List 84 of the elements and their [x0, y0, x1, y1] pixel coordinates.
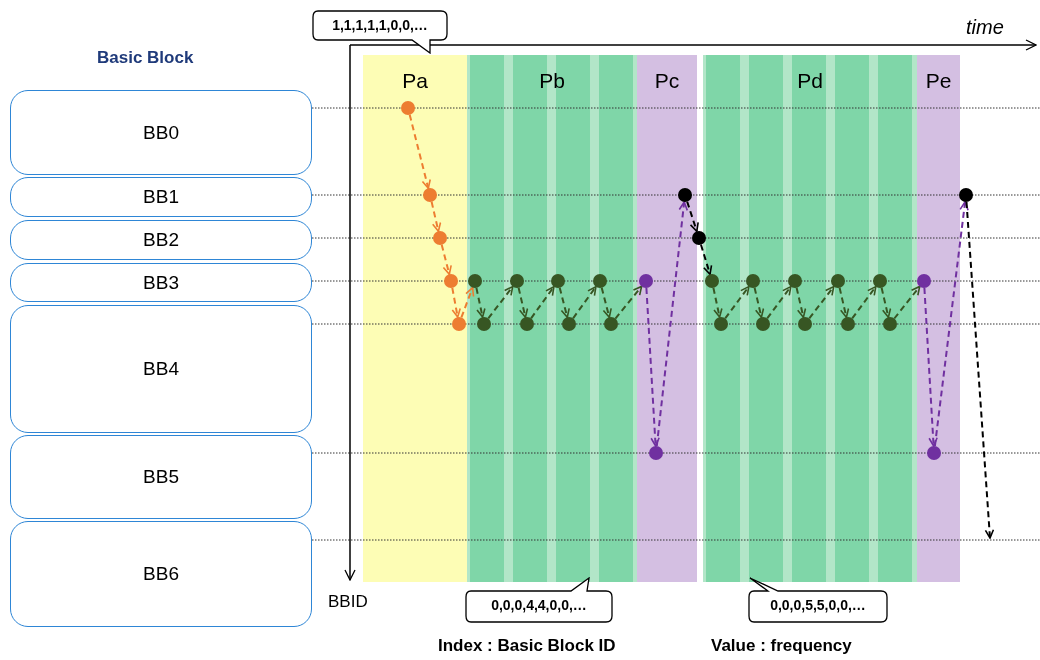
phase-label: Pe [925, 69, 952, 93]
value-callout: 0,0,0,5,5,0,0,… [748, 577, 888, 623]
phase-band [363, 55, 467, 582]
phase-band [637, 55, 697, 582]
basic-block-box: BB0 [10, 90, 312, 175]
trace-dot [959, 188, 973, 202]
axis-label: BBID [328, 592, 368, 612]
trace-arrow [808, 285, 835, 320]
phase-label: Pa [402, 69, 428, 93]
phase-band [917, 55, 960, 582]
trace-dot [831, 274, 845, 288]
trace-arrow [880, 286, 892, 319]
basic-block-box: BB5 [10, 435, 312, 519]
trace-arrow [686, 200, 699, 233]
trace-arrow [766, 285, 792, 320]
trace-dot [798, 317, 812, 331]
trace-arrow [851, 285, 877, 320]
trace-dot [593, 274, 607, 288]
trace-arrow [614, 285, 643, 320]
trace-dot [423, 188, 437, 202]
phase-band [467, 55, 637, 582]
basic-block-box: BB6 [10, 521, 312, 627]
trace-dot [649, 446, 663, 460]
trace-arrow [558, 286, 570, 319]
phase-label: Pd [797, 69, 823, 93]
trace-dot [756, 317, 770, 331]
basic-block-box: BB3 [10, 263, 312, 302]
value-note: Value : frequency [711, 636, 852, 656]
trace-arrow [487, 285, 514, 320]
value-callout: 0,0,0,4,4,0,0,… [465, 577, 613, 623]
trace-arrow [475, 286, 486, 319]
trace-arrow [517, 286, 529, 319]
trace-dot [705, 274, 719, 288]
trace-dot [452, 317, 466, 331]
trace-arrow [430, 200, 442, 233]
trace-dot [604, 317, 618, 331]
trace-arrow [408, 113, 431, 190]
trace-arrow [965, 201, 995, 539]
trace-arrow [795, 286, 807, 319]
trace-arrow [712, 286, 723, 319]
trace-dot [562, 317, 576, 331]
section-heading: Basic Block [97, 48, 194, 68]
axis-label: time [966, 16, 1004, 39]
trace-dot [639, 274, 653, 288]
trace-dot [477, 317, 491, 331]
value-callout: 1,1,1,1,1,0,0,… [312, 10, 448, 54]
trace-dot [520, 317, 534, 331]
trace-dot [917, 274, 931, 288]
phase-label: Pc [654, 69, 680, 93]
trace-arrow [923, 287, 938, 447]
trace-dot [551, 274, 565, 288]
trace-dot [883, 317, 897, 331]
basic-block-box: BB4 [10, 305, 312, 433]
trace-dot [510, 274, 524, 288]
trace-arrow [933, 200, 969, 448]
basic-block-box: BB1 [10, 177, 312, 217]
trace-dot [788, 274, 802, 288]
trace-arrow [655, 201, 689, 447]
trace-dot [678, 188, 692, 202]
trace-arrow [600, 286, 612, 319]
trace-arrow [572, 285, 597, 320]
index-note: Index : Basic Block ID [438, 636, 616, 656]
trace-dot [873, 274, 887, 288]
trace-dot [444, 274, 458, 288]
trace-dot [841, 317, 855, 331]
trace-dot [433, 231, 447, 245]
trace-dot [468, 274, 482, 288]
trace-arrow [753, 286, 765, 319]
trace-arrow [724, 285, 750, 320]
trace-arrow [645, 287, 660, 447]
basic-block-box: BB2 [10, 220, 312, 260]
trace-dot [746, 274, 760, 288]
trace-arrow [460, 286, 475, 319]
trace-dot [927, 446, 941, 460]
phase-label: Pb [539, 69, 565, 93]
phase-band [703, 55, 917, 582]
trace-arrow [440, 243, 452, 276]
trace-arrow [838, 286, 850, 319]
trace-dot [714, 317, 728, 331]
trace-arrow [530, 285, 555, 320]
trace-arrow [451, 286, 461, 319]
trace-arrow [700, 243, 713, 276]
trace-dot [401, 101, 415, 115]
trace-arrow [893, 285, 921, 320]
